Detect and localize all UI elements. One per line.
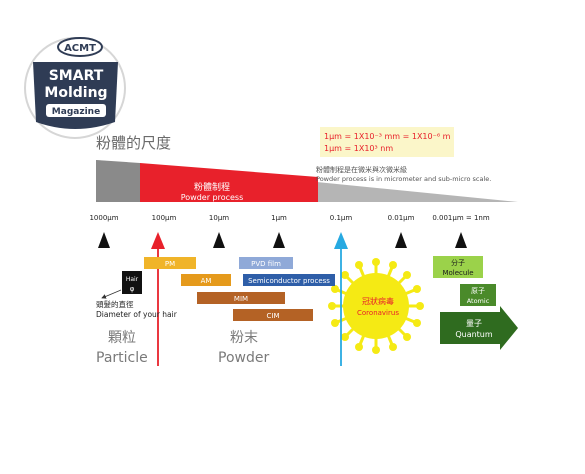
logo-line3-bg xyxy=(46,104,106,117)
unit-box xyxy=(320,127,454,157)
atomic-label-zh: 原子 xyxy=(471,287,485,295)
submicro-note-zh: 粉體制程是在微米與次微米級 xyxy=(316,165,407,174)
scale-tick: 1μm xyxy=(271,214,287,222)
hair-caption-en: Diameter of your hair xyxy=(96,310,178,319)
process-label-pvd: PVD film xyxy=(251,260,281,268)
tick-triangle-10um xyxy=(213,232,225,248)
particle-label-en: Particle xyxy=(96,350,148,366)
scale-tick: 10μm xyxy=(209,214,229,222)
process-bar-pm xyxy=(144,257,196,269)
molecule-label-en: Molecule xyxy=(442,269,473,277)
logo-brand-oval xyxy=(57,37,103,57)
process-label-pm: PM xyxy=(165,260,175,268)
logo-line3: Magazine xyxy=(52,107,100,117)
particle-label-zh: 顆粒 xyxy=(108,330,136,346)
process-bar-am xyxy=(181,274,231,286)
diagram-title: 粉體的尺度 xyxy=(96,134,171,152)
process-label-semiconductor: Semiconductor process xyxy=(248,277,330,285)
coronavirus-graphic xyxy=(328,258,424,354)
logo-line2: Molding xyxy=(44,85,107,101)
process-bar-cim xyxy=(233,309,313,321)
scale-tick: 1000μm xyxy=(89,214,118,222)
unit-line-1: 1μm = 1X10⁻³ mm = 1X10⁻⁶ m xyxy=(324,132,451,141)
hair-icon xyxy=(122,271,142,294)
submicro-note-en: Powder process is in micrometer and sub-… xyxy=(316,175,491,183)
atomic-label-en: Atomic xyxy=(467,297,490,305)
molecule-label-zh: 分子 xyxy=(451,258,465,267)
quantum-arrow xyxy=(440,306,518,350)
tick-triangle-1nm xyxy=(455,232,467,248)
logo-line1: SMART xyxy=(49,68,104,84)
scale-tick: 0.1μm xyxy=(330,214,353,222)
hair-pointer xyxy=(101,289,122,299)
powder-process-band xyxy=(140,163,318,202)
hair-icon-label: Hair xyxy=(126,276,139,283)
scale-tick: 0.01μm xyxy=(388,214,415,222)
powder-label-zh: 粉末 xyxy=(230,330,258,346)
process-bar-semiconductor xyxy=(243,274,335,286)
marker-arrow-100um xyxy=(151,232,165,249)
atomic-box xyxy=(460,284,496,306)
process-label-am: AM xyxy=(201,277,212,285)
hair-icon-symbol: φ xyxy=(130,285,135,293)
virus-label-en: Coronavirus xyxy=(357,309,399,317)
logo-brand: ACMT xyxy=(64,43,96,54)
scale-tick: 0.001μm = 1nm xyxy=(432,214,490,222)
process-bar-mim xyxy=(197,292,285,304)
virus-body xyxy=(343,273,409,339)
unit-line-2: 1μm = 1X10³ nm xyxy=(324,144,393,153)
powder-process-label-zh: 粉體制程 xyxy=(194,181,230,193)
wedge-coarse-segment xyxy=(96,160,140,202)
process-bar-pvd xyxy=(239,257,293,269)
hair-caption-zh: 頭髮的直徑 xyxy=(96,299,134,309)
tick-triangle-0-01um xyxy=(395,232,407,248)
molecule-box xyxy=(433,256,483,278)
smart-molding-logo: ACMT SMART Molding Magazine xyxy=(24,37,126,139)
virus-label-zh: 冠狀病毒 xyxy=(362,296,394,306)
tick-triangle-1000um xyxy=(98,232,110,248)
scale-tick: 100μm xyxy=(152,214,177,222)
quantum-label-zh: 量子 xyxy=(466,319,482,328)
powder-label-en: Powder xyxy=(218,350,269,366)
quantum-label-en: Quantum xyxy=(455,330,493,339)
marker-arrow-0-1um xyxy=(334,232,348,249)
tick-triangle-1um xyxy=(273,232,285,248)
process-label-mim: MIM xyxy=(234,295,248,303)
powder-process-label-en: Powder process xyxy=(181,193,244,202)
process-label-cim: CIM xyxy=(267,312,280,320)
